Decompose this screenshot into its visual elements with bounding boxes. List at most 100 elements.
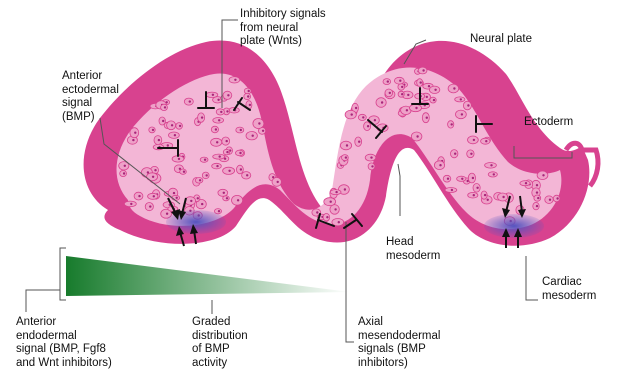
cell-nucleus bbox=[401, 93, 403, 95]
label-anterior-ectodermal: Anterior ectodermal signal (BMP) bbox=[62, 70, 119, 124]
cell-nucleus bbox=[345, 156, 347, 158]
cell-nucleus bbox=[316, 211, 318, 213]
cell-nucleus bbox=[399, 80, 401, 82]
label-line: (BMP) bbox=[62, 111, 119, 125]
cell-nucleus bbox=[132, 139, 134, 141]
cell-nucleus bbox=[406, 109, 408, 111]
cell-nucleus bbox=[176, 197, 178, 199]
cell-nucleus bbox=[226, 197, 228, 199]
label-line: endodermal bbox=[16, 330, 112, 344]
cell-nucleus bbox=[248, 90, 250, 92]
cell-nucleus bbox=[493, 173, 495, 175]
cell-nucleus bbox=[158, 139, 160, 141]
cell-nucleus bbox=[249, 104, 251, 106]
cell-nucleus bbox=[134, 132, 136, 134]
cell-nucleus bbox=[439, 164, 441, 166]
cell-nucleus bbox=[433, 99, 435, 101]
cell-nucleus bbox=[502, 196, 504, 198]
label-line: Anterior bbox=[16, 316, 112, 330]
label-line: Cardiac bbox=[542, 276, 596, 290]
label-line: ectodermal bbox=[62, 84, 119, 98]
cell-nucleus bbox=[178, 158, 180, 160]
cell-nucleus bbox=[485, 140, 487, 142]
cell-nucleus bbox=[189, 100, 191, 102]
label-line: Anterior bbox=[62, 70, 119, 84]
cell-nucleus bbox=[407, 94, 409, 96]
cell-nucleus bbox=[451, 189, 453, 191]
cell-nucleus bbox=[206, 174, 208, 176]
cell-nucleus bbox=[223, 192, 225, 194]
cell-nucleus bbox=[226, 151, 228, 153]
cell-nucleus bbox=[162, 120, 164, 122]
cell-nucleus bbox=[487, 199, 489, 201]
label-line: signal (BMP, Fgf8 bbox=[16, 343, 112, 357]
cell-nucleus bbox=[472, 177, 474, 179]
label-line: mesendodermal bbox=[358, 330, 440, 344]
label-line: Head bbox=[386, 236, 440, 250]
cell-nucleus bbox=[179, 125, 181, 127]
cardiac-mesoderm-right bbox=[484, 214, 544, 238]
cell-nucleus bbox=[355, 107, 357, 109]
cell-nucleus bbox=[152, 129, 154, 131]
cell-nucleus bbox=[525, 182, 527, 184]
cell-nucleus bbox=[389, 92, 391, 94]
label-line: and Wnt inhibitors) bbox=[16, 357, 112, 371]
cell-nucleus bbox=[490, 164, 492, 166]
cell-nucleus bbox=[426, 117, 428, 119]
label-neural-plate: Neural plate bbox=[470, 33, 532, 47]
cell-nucleus bbox=[123, 172, 125, 174]
cell-nucleus bbox=[262, 130, 264, 132]
cell-nucleus bbox=[258, 122, 260, 124]
cell-nucleus bbox=[330, 201, 332, 203]
cell-nucleus bbox=[387, 80, 389, 82]
label-line: from neural bbox=[240, 22, 326, 36]
cell-nucleus bbox=[226, 140, 228, 142]
label-line: inhibitors) bbox=[358, 357, 440, 371]
cell-nucleus bbox=[453, 87, 455, 89]
label-line: distribution bbox=[192, 330, 248, 344]
cell-nucleus bbox=[401, 86, 403, 88]
cell-nucleus bbox=[467, 104, 469, 106]
cell-nucleus bbox=[542, 174, 544, 176]
cell-nucleus bbox=[416, 135, 418, 137]
label-line: Neural plate bbox=[470, 33, 532, 47]
label-line: plate (Wnts) bbox=[240, 35, 326, 49]
cell-nucleus bbox=[434, 89, 436, 91]
cell-nucleus bbox=[422, 69, 424, 71]
label-inhibitory-signals: Inhibitory signals from neural plate (Wn… bbox=[240, 8, 326, 49]
cell-nucleus bbox=[220, 111, 222, 113]
cell-nucleus bbox=[201, 203, 203, 205]
cell-nucleus bbox=[204, 159, 206, 161]
bmp-gradient-triangle bbox=[66, 256, 350, 296]
cell-nucleus bbox=[212, 94, 214, 96]
cell-nucleus bbox=[130, 203, 132, 205]
cell-nucleus bbox=[351, 113, 353, 115]
cell-nucleus bbox=[536, 184, 538, 186]
cell-nucleus bbox=[454, 153, 456, 155]
cell-nucleus bbox=[171, 124, 173, 126]
cell-nucleus bbox=[549, 199, 551, 201]
cell-nucleus bbox=[237, 199, 239, 201]
label-line: activity bbox=[192, 357, 248, 371]
cell-nucleus bbox=[484, 194, 486, 196]
label-line: Ectoderm bbox=[524, 116, 573, 130]
cell-nucleus bbox=[228, 170, 230, 172]
label-line: Inhibitory signals bbox=[240, 8, 326, 22]
label-graded-distribution: Graded distribution of BMP activity bbox=[192, 316, 248, 370]
cell-nucleus bbox=[371, 165, 373, 167]
cell-nucleus bbox=[338, 221, 340, 223]
cell-nucleus bbox=[246, 174, 248, 176]
cell-nucleus bbox=[473, 139, 475, 141]
cell-nucleus bbox=[536, 191, 538, 193]
cell-nucleus bbox=[216, 141, 218, 143]
cell-nucleus bbox=[428, 85, 430, 87]
cell-nucleus bbox=[537, 197, 539, 199]
cell-nucleus bbox=[370, 156, 372, 158]
cell-nucleus bbox=[226, 110, 228, 112]
cell-nucleus bbox=[216, 165, 218, 167]
cell-nucleus bbox=[415, 107, 417, 109]
cell-nucleus bbox=[174, 134, 176, 136]
cell-nucleus bbox=[334, 208, 336, 210]
cell-nucleus bbox=[374, 119, 376, 121]
label-line: mesoderm bbox=[386, 250, 440, 264]
